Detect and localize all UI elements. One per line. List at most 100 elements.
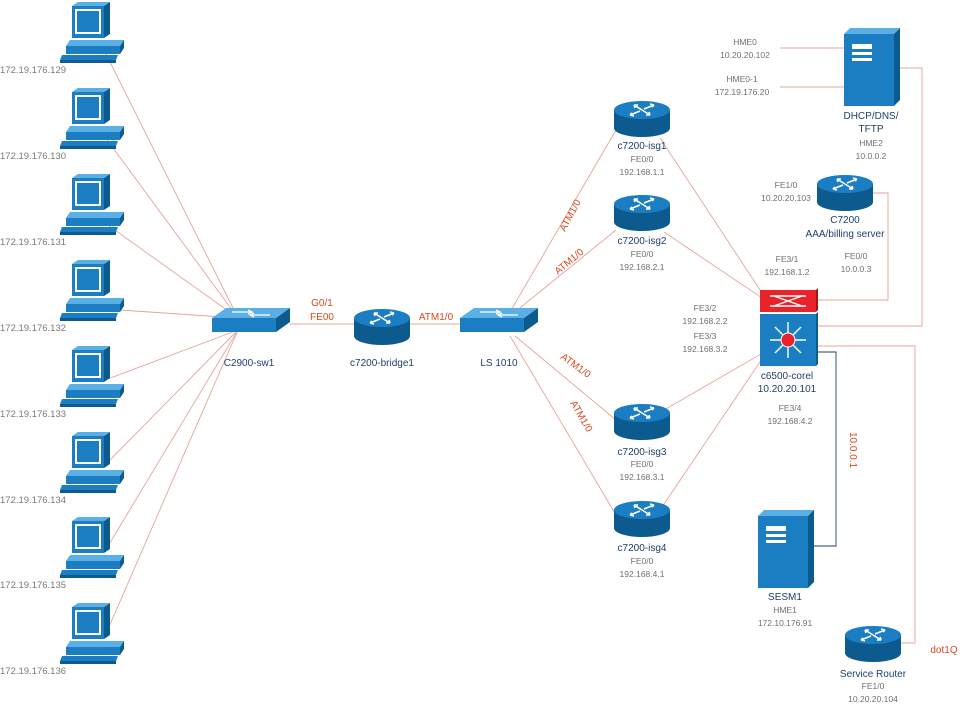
workstation-8[interactable] <box>60 603 124 664</box>
link-dhcp-core <box>818 67 923 327</box>
workstations: 172.19.176.129 172.19.176.130 172.19.176.1… <box>0 2 124 677</box>
isg4-iface: FE0/0 <box>631 556 654 566</box>
aaa-fe00-label: FE0/0 <box>845 251 868 261</box>
dhcp-name-line1: DHCP/DNS/ <box>843 111 898 122</box>
workstation-icon <box>60 432 124 493</box>
isg4-name: c7200-isg4 <box>618 543 667 554</box>
workstation-4[interactable] <box>60 260 124 321</box>
core-fe34-label: FE3/4 <box>779 403 802 413</box>
workstation-ip-label: 172.19.176.136 <box>0 666 66 677</box>
core-fe33-label: FE3/3 <box>694 331 717 341</box>
service-router-name: Service Router <box>840 669 907 680</box>
link-ls1010-isg4 <box>509 335 617 516</box>
bridge-iface-g01: G0/1 <box>311 298 333 309</box>
link-ws2-sw1 <box>104 136 239 319</box>
link-core-sesm <box>808 351 837 547</box>
aaa-fe10-label: FE1/0 <box>775 180 798 190</box>
atm-switch-icon <box>459 307 539 333</box>
bridge-iface-atm10: ATM1/0 <box>419 312 454 323</box>
link-isg4-core <box>659 349 769 511</box>
dhcp-dns-tftp-server[interactable] <box>844 28 900 106</box>
workstation-icon <box>60 2 124 63</box>
workgroup-switch-icon <box>211 307 291 333</box>
workstation-2[interactable] <box>60 88 124 149</box>
bridge-iface-fe00: FE00 <box>310 312 334 323</box>
multilayer-switch-icon <box>760 288 818 366</box>
workstation-ip-label: 172.19.176.130 <box>0 151 66 162</box>
server-icon <box>758 510 814 588</box>
isg3-iface: FE0/0 <box>631 459 654 469</box>
c2900-sw1-switch[interactable] <box>211 307 291 333</box>
links <box>104 47 923 644</box>
c2900-sw1-label: C2900-sw1 <box>224 358 275 369</box>
workstation-icon <box>60 517 124 578</box>
link-ws5-sw1 <box>104 329 239 381</box>
vlan-label: 10.0.0.1 <box>847 432 858 469</box>
workstation-ip-label: 172.19.176.135 <box>0 580 66 591</box>
isg3-name: c7200-isg3 <box>618 447 667 458</box>
workstation-icon <box>60 174 124 235</box>
link-ws8-sw1 <box>104 329 239 637</box>
workstation-1[interactable] <box>60 2 124 63</box>
dhcp-hme0-label: HME0 <box>733 37 757 47</box>
c7200-isg4-router[interactable] <box>613 500 671 538</box>
atm-label-isg2: ATM1/0 <box>553 247 587 278</box>
dhcp-hme0-ip: 10.20.20.102 <box>720 50 770 60</box>
isg3-ip: 192.168.3.1 <box>620 472 665 482</box>
link-ws6-sw1 <box>104 329 239 466</box>
workstation-ip-label: 172.19.176.133 <box>0 409 66 420</box>
workstation-3[interactable] <box>60 174 124 235</box>
workstation-ip-label: 172.19.176.134 <box>0 495 66 506</box>
core-fe31-ip: 192.168.1.2 <box>765 267 810 277</box>
aaa-fe10-ip: 10.20.20.103 <box>761 193 811 203</box>
ls1010-label: LS 1010 <box>480 358 518 369</box>
aaa-name-line1: C7200 <box>830 215 860 226</box>
c7200-isg2-router[interactable] <box>613 194 671 232</box>
sesm1-server[interactable] <box>758 510 814 588</box>
atm-label-isg4: ATM1/0 <box>567 399 594 435</box>
server-icon <box>844 28 900 106</box>
c7200-isg1-router[interactable] <box>613 100 671 138</box>
workstation-icon <box>60 603 124 664</box>
aaa-fe00-ip: 10.0.0.3 <box>841 264 872 274</box>
router-icon <box>613 403 671 441</box>
c6500-core-switch[interactable] <box>760 288 818 366</box>
aaa-name-line2: AAA/billing server <box>806 229 886 240</box>
core-fe32-label: FE3/2 <box>694 303 717 313</box>
core-name: c6500-corel <box>761 371 813 382</box>
link-ws7-sw1 <box>104 329 239 552</box>
ls1010-atm-switch[interactable] <box>459 307 539 333</box>
isg1-ip: 192.168.1.1 <box>620 167 665 177</box>
dot1q-label: dot1Q <box>930 645 957 656</box>
c7200-bridge1-label: c7200-bridge1 <box>350 358 414 369</box>
link-ls1010-isg2 <box>514 229 617 313</box>
atm-label-isg1: ATM1/0 <box>558 198 584 234</box>
workstation-7[interactable] <box>60 517 124 578</box>
core-fe32-ip: 192.168.2.2 <box>683 316 728 326</box>
link-isg1-core <box>659 137 769 303</box>
c7200-isg3-router[interactable] <box>613 403 671 441</box>
core-fe31-label: FE3/1 <box>776 254 799 264</box>
workstation-6[interactable] <box>60 432 124 493</box>
sesm-name: SESM1 <box>768 592 802 603</box>
link-aaa-core <box>818 192 889 301</box>
dhcp-name-line2: TFTP <box>859 124 884 135</box>
dhcp-iface: HME2 <box>859 138 883 148</box>
workstation-ip-label: 172.19.176.129 <box>0 65 66 76</box>
router-icon <box>613 194 671 232</box>
workstation-ip-label: 172.19.176.131 <box>0 237 66 248</box>
c7200-bridge1-router[interactable] <box>353 308 411 346</box>
service-router[interactable] <box>844 625 902 663</box>
isg1-name: c7200-isg1 <box>618 141 667 152</box>
link-isg3-core <box>663 349 769 411</box>
workstation-ip-label: 172.19.176.132 <box>0 323 66 334</box>
router-icon <box>353 308 411 346</box>
link-ws3-sw1 <box>104 222 239 319</box>
workstation-icon <box>60 260 124 321</box>
link-ls1010-isg1 <box>509 129 617 313</box>
router-icon <box>844 625 902 663</box>
c7200-aaa-billing-router[interactable] <box>816 174 874 212</box>
core-ip: 10.20.20.101 <box>758 384 817 395</box>
isg2-iface: FE0/0 <box>631 249 654 259</box>
